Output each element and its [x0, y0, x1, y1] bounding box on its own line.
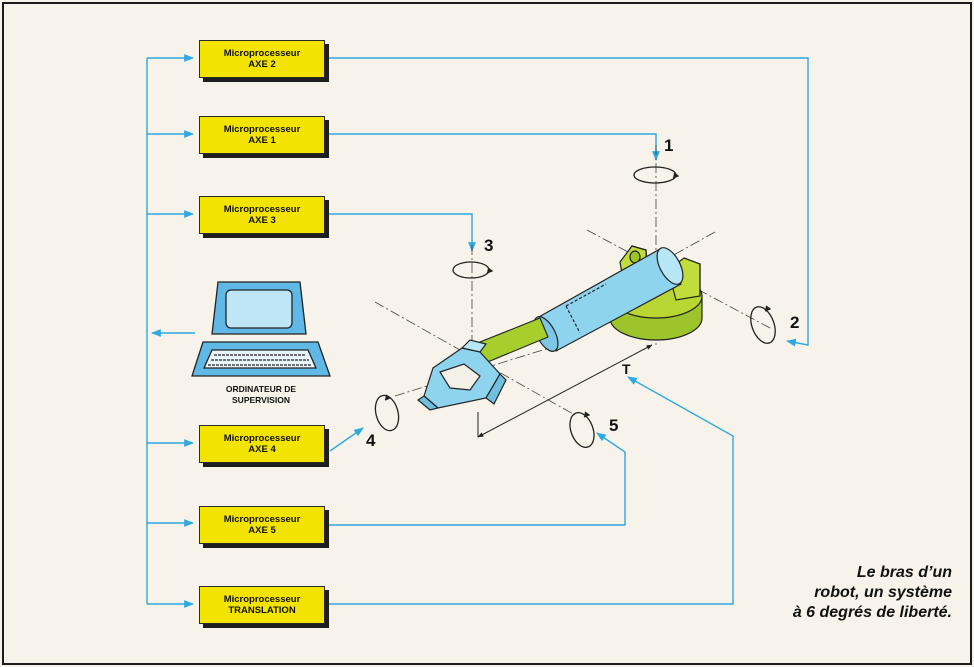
caption-line1: Le bras d’un — [856, 564, 952, 581]
module-title: Microprocesseur — [223, 204, 301, 215]
translation-dimension — [477, 344, 653, 438]
module-axis: AXE 2 — [248, 59, 276, 70]
rotation-symbols — [374, 166, 776, 448]
module-axe-3: Microprocesseur AXE 3 — [199, 196, 325, 234]
module-title: Microprocesseur — [223, 514, 301, 525]
module-translation: Microprocesseur TRANSLATION — [199, 586, 325, 624]
axis-wires — [328, 57, 809, 605]
module-axis: AXE 1 — [248, 135, 276, 146]
computer-label-line2: SUPERVISION — [232, 395, 290, 405]
axis-label-4: 4 — [366, 431, 376, 450]
module-title: Microprocesseur — [223, 433, 301, 444]
figure-caption: Le bras d’un robot, un système à 6 degré… — [712, 563, 952, 623]
caption-line2: robot, un système — [814, 584, 952, 601]
module-axis: TRANSLATION — [228, 605, 296, 616]
module-axe-2: Microprocesseur AXE 2 — [199, 40, 325, 78]
module-axe-5: Microprocesseur AXE 5 — [199, 506, 325, 544]
computer-label: ORDINATEUR DE SUPERVISION — [196, 384, 326, 406]
module-title: Microprocesseur — [223, 594, 301, 605]
axis-label-3: 3 — [484, 236, 494, 255]
axis-label-2: 2 — [790, 313, 800, 332]
supervision-bus — [146, 54, 195, 608]
computer-terminal — [191, 281, 331, 377]
module-axe-1: Microprocesseur AXE 1 — [199, 116, 325, 154]
axis-label-t: T — [622, 361, 631, 377]
axis-label-1: 1 — [664, 136, 674, 155]
computer-label-line1: ORDINATEUR DE — [225, 384, 297, 394]
module-axis: AXE 3 — [248, 215, 276, 226]
module-axis: AXE 4 — [248, 444, 276, 455]
module-title: Microprocesseur — [223, 124, 301, 135]
axis-label-5: 5 — [609, 416, 619, 435]
module-axe-4: Microprocesseur AXE 4 — [199, 425, 325, 463]
module-axis: AXE 5 — [248, 525, 276, 536]
module-title: Microprocesseur — [223, 48, 301, 59]
robot-gripper — [416, 339, 507, 411]
caption-line3: à 6 degrés de liberté. — [792, 604, 952, 621]
